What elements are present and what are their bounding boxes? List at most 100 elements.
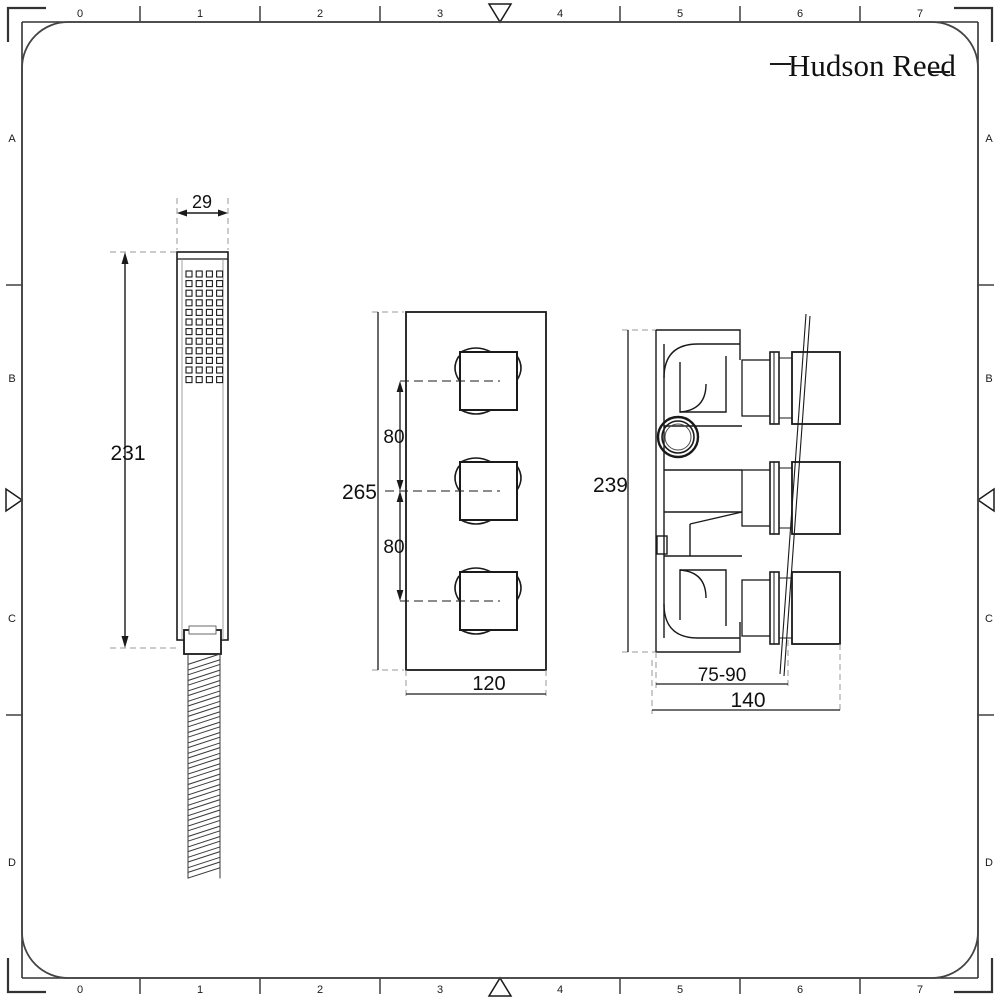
top-ruler-label-5: 5 — [677, 8, 683, 20]
spray-hole — [185, 289, 193, 297]
right-ruler-label-d: D — [985, 857, 993, 869]
handset-connector — [183, 625, 222, 655]
spray-hole — [216, 299, 224, 307]
spray-hole — [205, 308, 213, 316]
spray-hole — [185, 280, 193, 288]
spray-hole — [205, 270, 213, 278]
bottom-ruler-label-0: 0 — [77, 984, 83, 996]
left-ruler-ticks — [6, 284, 22, 716]
spray-hole — [216, 308, 224, 316]
spray-hole — [205, 337, 213, 345]
spray-hole — [185, 328, 193, 336]
spray-hole — [195, 366, 203, 374]
spray-hole — [195, 376, 203, 384]
spray-hole — [195, 308, 203, 316]
handset-width-dimension-line — [177, 209, 228, 217]
spray-hole — [205, 299, 213, 307]
handset-body — [176, 251, 229, 641]
view-handset: 29 231 — [110, 192, 229, 879]
side-handle-1[interactable] — [741, 351, 841, 425]
top-ruler: 0 1 2 3 4 5 6 7 — [77, 3, 923, 24]
spray-hole — [205, 376, 213, 384]
front-spacing-lower-dimension-line — [396, 491, 404, 601]
spray-hole — [195, 270, 203, 278]
corner-crop-marks — [6, 6, 994, 994]
top-ruler-label-6: 6 — [797, 8, 803, 20]
left-ruler-label-b: B — [8, 373, 15, 385]
top-ruler-label-1: 1 — [197, 8, 203, 20]
triangle-up-icon — [487, 976, 513, 997]
handset-width-label: 29 — [192, 192, 212, 212]
spray-hole — [195, 299, 203, 307]
bottom-ruler: 0 1 2 3 4 5 6 7 — [77, 976, 923, 997]
view-front-plate: 80 80 265 120 — [342, 311, 547, 700]
front-width-label: 120 — [472, 673, 505, 695]
handset-spray-face-grid — [185, 270, 224, 384]
spray-hole — [216, 280, 224, 288]
front-spacing-upper-dimension-line — [396, 381, 404, 491]
side-handle-assemblies — [741, 351, 841, 645]
spray-hole — [195, 356, 203, 364]
handset-width-extension-lines — [176, 198, 229, 250]
spray-hole — [185, 356, 193, 364]
top-ruler-label-7: 7 — [917, 8, 923, 20]
spray-hole — [185, 270, 193, 278]
spray-hole — [205, 366, 213, 374]
spray-hole — [216, 270, 224, 278]
side-recess-extension-lines — [655, 640, 789, 688]
wall-finish-diagonal-line — [779, 313, 811, 677]
front-plate-centre-leaders — [385, 380, 500, 602]
spray-hole — [195, 337, 203, 345]
left-ruler-label-a: A — [8, 133, 16, 145]
brand-logo: Hudson Reed — [770, 48, 956, 83]
side-depth-label: 140 — [730, 689, 765, 712]
spray-hole — [205, 356, 213, 364]
spray-hole — [205, 280, 213, 288]
spray-hole — [205, 347, 213, 355]
spray-hole — [216, 337, 224, 345]
triangle-right-icon — [5, 487, 24, 513]
side-body-outline — [655, 329, 751, 653]
spray-hole — [205, 318, 213, 326]
spray-hole — [185, 337, 193, 345]
bottom-ruler-label-6: 6 — [797, 984, 803, 996]
bottom-ruler-ticks — [139, 978, 861, 994]
spray-hole — [205, 328, 213, 336]
spray-hole — [216, 328, 224, 336]
bottom-ruler-labels: 0 1 2 3 4 5 6 7 — [77, 984, 923, 996]
spray-hole — [195, 318, 203, 326]
bottom-ruler-label-2: 2 — [317, 984, 323, 996]
bottom-ruler-label-5: 5 — [677, 984, 683, 996]
logo-text: Hudson Reed — [788, 48, 956, 83]
top-ruler-label-0: 0 — [77, 8, 83, 20]
top-ruler-labels: 0 1 2 3 4 5 6 7 — [77, 8, 923, 20]
spray-hole — [205, 289, 213, 297]
spray-hole — [185, 347, 193, 355]
side-height-label: 239 — [593, 474, 628, 497]
spray-hole — [216, 366, 224, 374]
handset-height-extension-lines — [110, 251, 176, 649]
spray-hole — [195, 347, 203, 355]
side-handle-3[interactable] — [741, 571, 841, 645]
spray-hole — [185, 376, 193, 384]
right-ruler-labels: A B C D — [985, 133, 993, 869]
left-ruler-labels: A B C D — [8, 133, 16, 869]
view-side-section: 239 — [593, 313, 841, 714]
front-width-extension-lines — [405, 670, 547, 700]
bottom-ruler-label-3: 3 — [437, 984, 443, 996]
spray-hole — [195, 328, 203, 336]
side-handle-2[interactable] — [741, 461, 841, 535]
spray-hole — [185, 299, 193, 307]
front-spacing-lower-label: 80 — [383, 537, 404, 558]
spray-hole — [216, 289, 224, 297]
front-spacing-upper-label: 80 — [383, 427, 404, 448]
spray-hole — [216, 376, 224, 384]
triangle-left-icon — [976, 487, 995, 513]
bottom-ruler-label-1: 1 — [197, 984, 203, 996]
spray-hole — [185, 366, 193, 374]
left-ruler-label-d: D — [8, 857, 16, 869]
handset-height-dimension-line — [121, 252, 129, 648]
flexible-hose — [187, 653, 221, 879]
